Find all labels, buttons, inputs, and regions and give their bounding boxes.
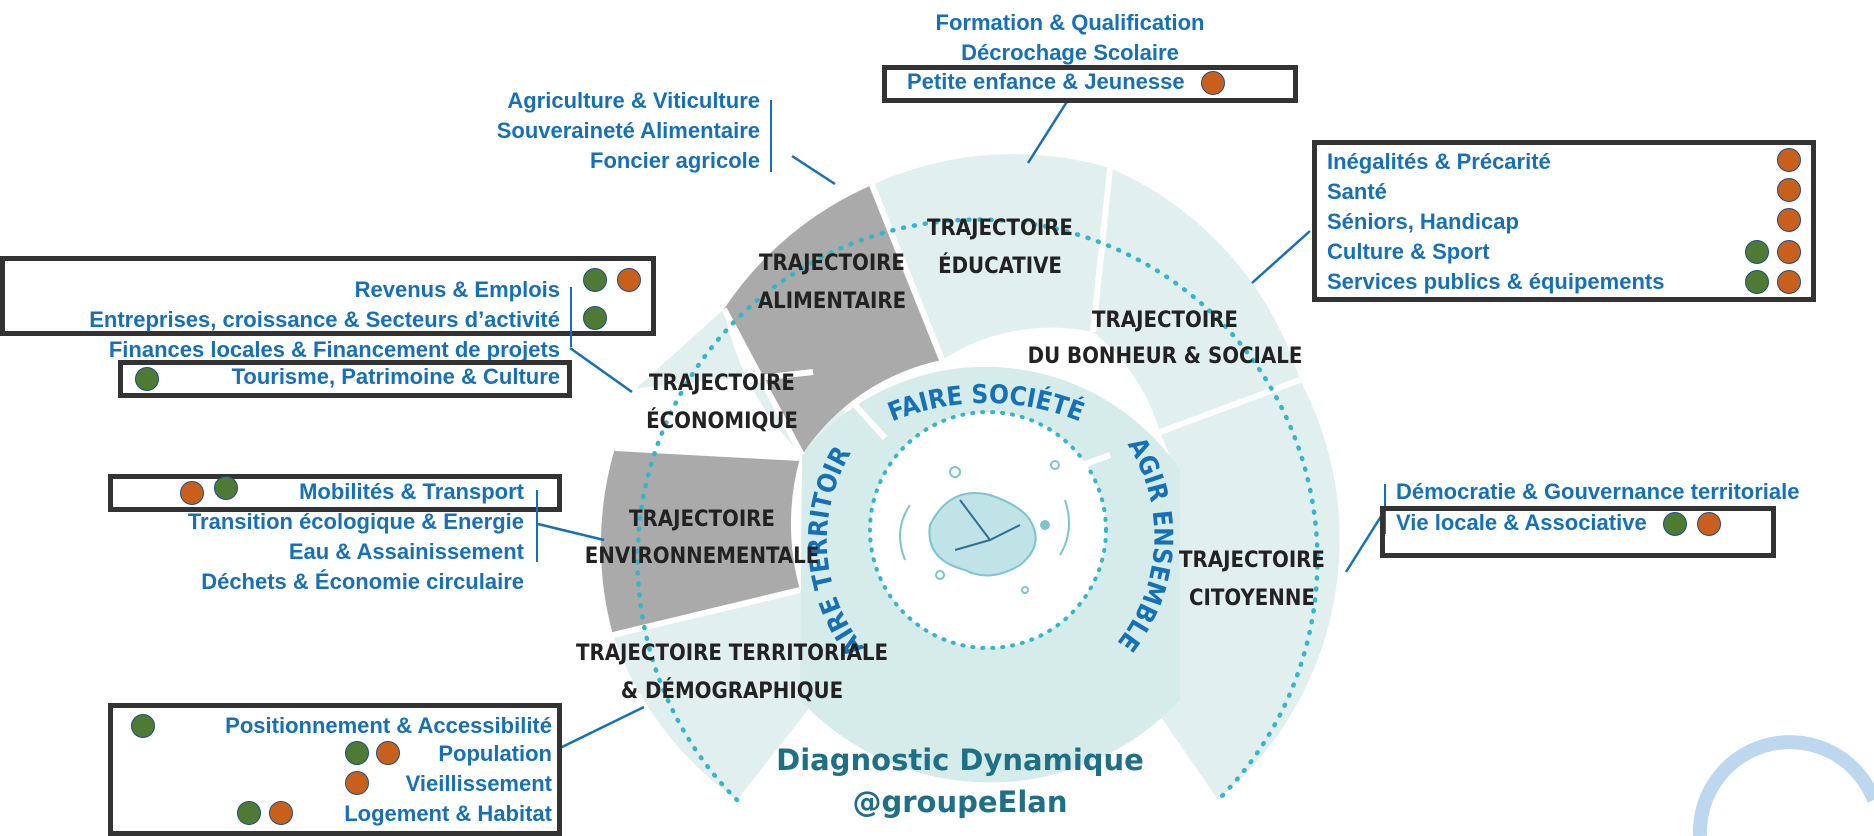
segment-label-line2: ÉDUCATIVE [938,253,1062,279]
segment-label-line1: TRAJECTOIRE [629,507,775,532]
segment-label-line2: ENVIRONNEMENTALE [585,544,820,569]
label-dechets: Déchets & Économie circulaire [201,569,524,594]
segment-label-line2: ÉCONOMIQUE [646,408,798,434]
footer-handle: @groupeElan [852,785,1068,819]
green-dot-icon [345,741,369,765]
label-souverainete: Souveraineté Alimentaire [496,118,760,143]
label-foncier: Foncier agricole [590,148,760,173]
highlight-box-social [1312,140,1816,302]
footer-title: Diagnostic Dynamique [776,743,1144,777]
segment-label-line1: TRAJECTOIRE [1092,308,1238,333]
orange-dot-icon [1777,208,1801,232]
highlight-box-terr [108,703,562,836]
highlight-box-educ [882,65,1298,103]
highlight-box-cit [1380,506,1776,558]
highlight-box-env [108,474,562,512]
label-decrochage: Décrochage Scolaire [961,40,1179,65]
green-dot-icon [131,714,155,738]
bracket-line [770,100,772,172]
orange-dot-icon [376,741,400,765]
bracket-line [570,287,572,347]
green-dot-icon [135,367,159,391]
logo-arc-partial [1692,735,1874,836]
label-sante: Santé [1327,179,1387,204]
label-formation: Formation & Qualification [935,10,1205,35]
segment-label-line1: TRAJECTOIRE TERRITORIALE [576,641,888,666]
label-eau: Eau & Assainissement [288,539,524,564]
label-finances: Finances locales & Financement de projet… [108,337,560,362]
orange-dot-icon [1200,71,1225,96]
connector-lines [537,99,1387,750]
segment-labels: TRAJECTOIRE ÉDUCATIVE TRAJECTOIRE ALIMEN… [576,216,1325,704]
label-inegalites: Inégalités & Précarité [1327,149,1551,174]
highlight-box-eco [0,256,656,336]
green-dot-icon [1745,240,1769,264]
green-dot-icon [1745,270,1769,294]
orange-dot-icon [1696,512,1721,537]
segment-label-line2: & DÉMOGRAPHIQUE [621,678,843,704]
orange-dot-icon [1777,270,1801,294]
orange-dot-icon [617,268,641,292]
green-dot-icon [583,306,607,330]
orange-dot-icon [269,801,293,825]
label-democratie: Démocratie & Gouvernance territoriale [1396,479,1800,504]
label-vie-locale: Vie locale & Associative [1396,508,1721,538]
territory-map-icon [899,460,1070,594]
highlight-box-tourisme [118,360,572,398]
label-seniors: Séniors, Handicap [1327,209,1519,234]
segment-educative [872,154,1110,360]
orange-dot-icon [1777,178,1801,202]
segment-label-line2: ALIMENTAIRE [758,289,906,314]
orange-dot-icon [1777,240,1801,264]
label-transition: Transition écologique & Energie [187,509,524,534]
segment-label-line2: DU BONHEUR & SOCIALE [1028,344,1303,369]
label-culture-sport: Culture & Sport [1327,239,1490,264]
segment-label-line1: TRAJECTOIRE [1179,548,1325,573]
label-logement: Logement & Habitat [344,801,552,826]
green-dot-icon [583,268,607,292]
orange-dot-icon [1777,148,1801,172]
segment-label-line1: TRAJECTOIRE [759,251,905,276]
segment-label-line2: CITOYENNE [1189,586,1315,611]
label-text: Petite enfance & Jeunesse [907,69,1185,94]
segment-label-line1: TRAJECTOIRE [649,371,795,396]
segment-bonheur-sociale [1093,168,1300,432]
green-dot-icon [237,801,261,825]
label-agriculture: Agriculture & Viticulture [507,88,760,113]
outer-dotted-border [635,217,1320,803]
segment-label-line1: TRAJECTOIRE [927,216,1073,241]
segment-alimentaire [724,185,942,455]
label-petite-enfance: Petite enfance & Jeunesse [907,67,1225,97]
label-tourisme: Tourisme, Patrimoine & Culture [231,364,560,389]
label-text: Vie locale & Associative [1396,510,1647,535]
label-revenus: Revenus & Emplois [354,277,560,302]
segment-environnementale [600,448,800,635]
label-services-publics: Services publics & équipements [1327,269,1665,294]
label-population: Population [438,741,552,766]
green-dot-icon [214,476,238,500]
orange-dot-icon [180,481,204,505]
label-entreprises: Entreprises, croissance & Secteurs d’act… [89,307,560,332]
orange-dot-icon [345,771,369,795]
label-positionnement: Positionnement & Accessibilité [225,713,552,738]
label-mobilites: Mobilités & Transport [299,479,524,504]
bracket-line [536,490,538,562]
segment-territoriale [613,590,855,800]
green-dot-icon [1662,512,1687,537]
label-vieillissement: Vieillissement [405,771,552,796]
segment-dividers [612,167,1302,638]
